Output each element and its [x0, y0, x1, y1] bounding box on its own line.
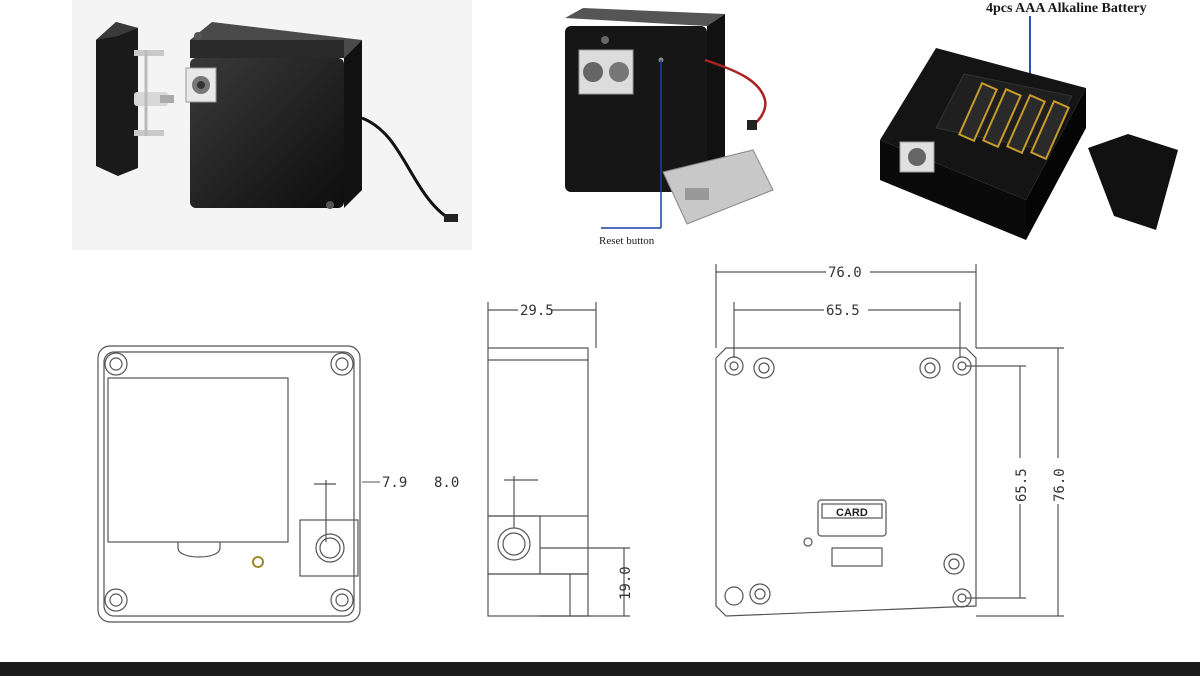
- reset-button-caption: Reset button: [599, 235, 655, 247]
- back-height-inner-dimension: 65.5: [1014, 468, 1030, 502]
- side-height-dimension: 19.0: [618, 566, 634, 600]
- side-offset-dimension: 8.0: [434, 475, 459, 491]
- card-label: CARD: [836, 507, 868, 519]
- photo-reset-button: Reset button: [555, 0, 795, 255]
- side-width-dimension: 29.5: [520, 303, 554, 319]
- battery-caption: 4pcs AAA Alkaline Battery: [986, 1, 1147, 16]
- drawing-side-view: 29.5 8.0 19.0: [430, 290, 650, 630]
- photo-battery-compartment: 4pcs AAA Alkaline Battery: [866, 0, 1200, 250]
- drawing-front-view: 7.9: [80, 330, 420, 630]
- front-offset-dimension: 7.9: [382, 475, 407, 491]
- bottom-edge-bar: [0, 662, 1200, 676]
- lock-box: [185, 22, 458, 222]
- strike-plate: [96, 22, 174, 176]
- drawing-back-view: 76.0 65.5 CARD 65.5 76.0: [700, 258, 1080, 630]
- back-width-inner-dimension: 65.5: [826, 303, 860, 319]
- photo-lock-with-strike: [72, 0, 472, 250]
- back-height-outer-dimension: 76.0: [1052, 468, 1068, 502]
- back-width-outer-dimension: 76.0: [828, 265, 862, 281]
- aaa-batteries: [957, 81, 1071, 161]
